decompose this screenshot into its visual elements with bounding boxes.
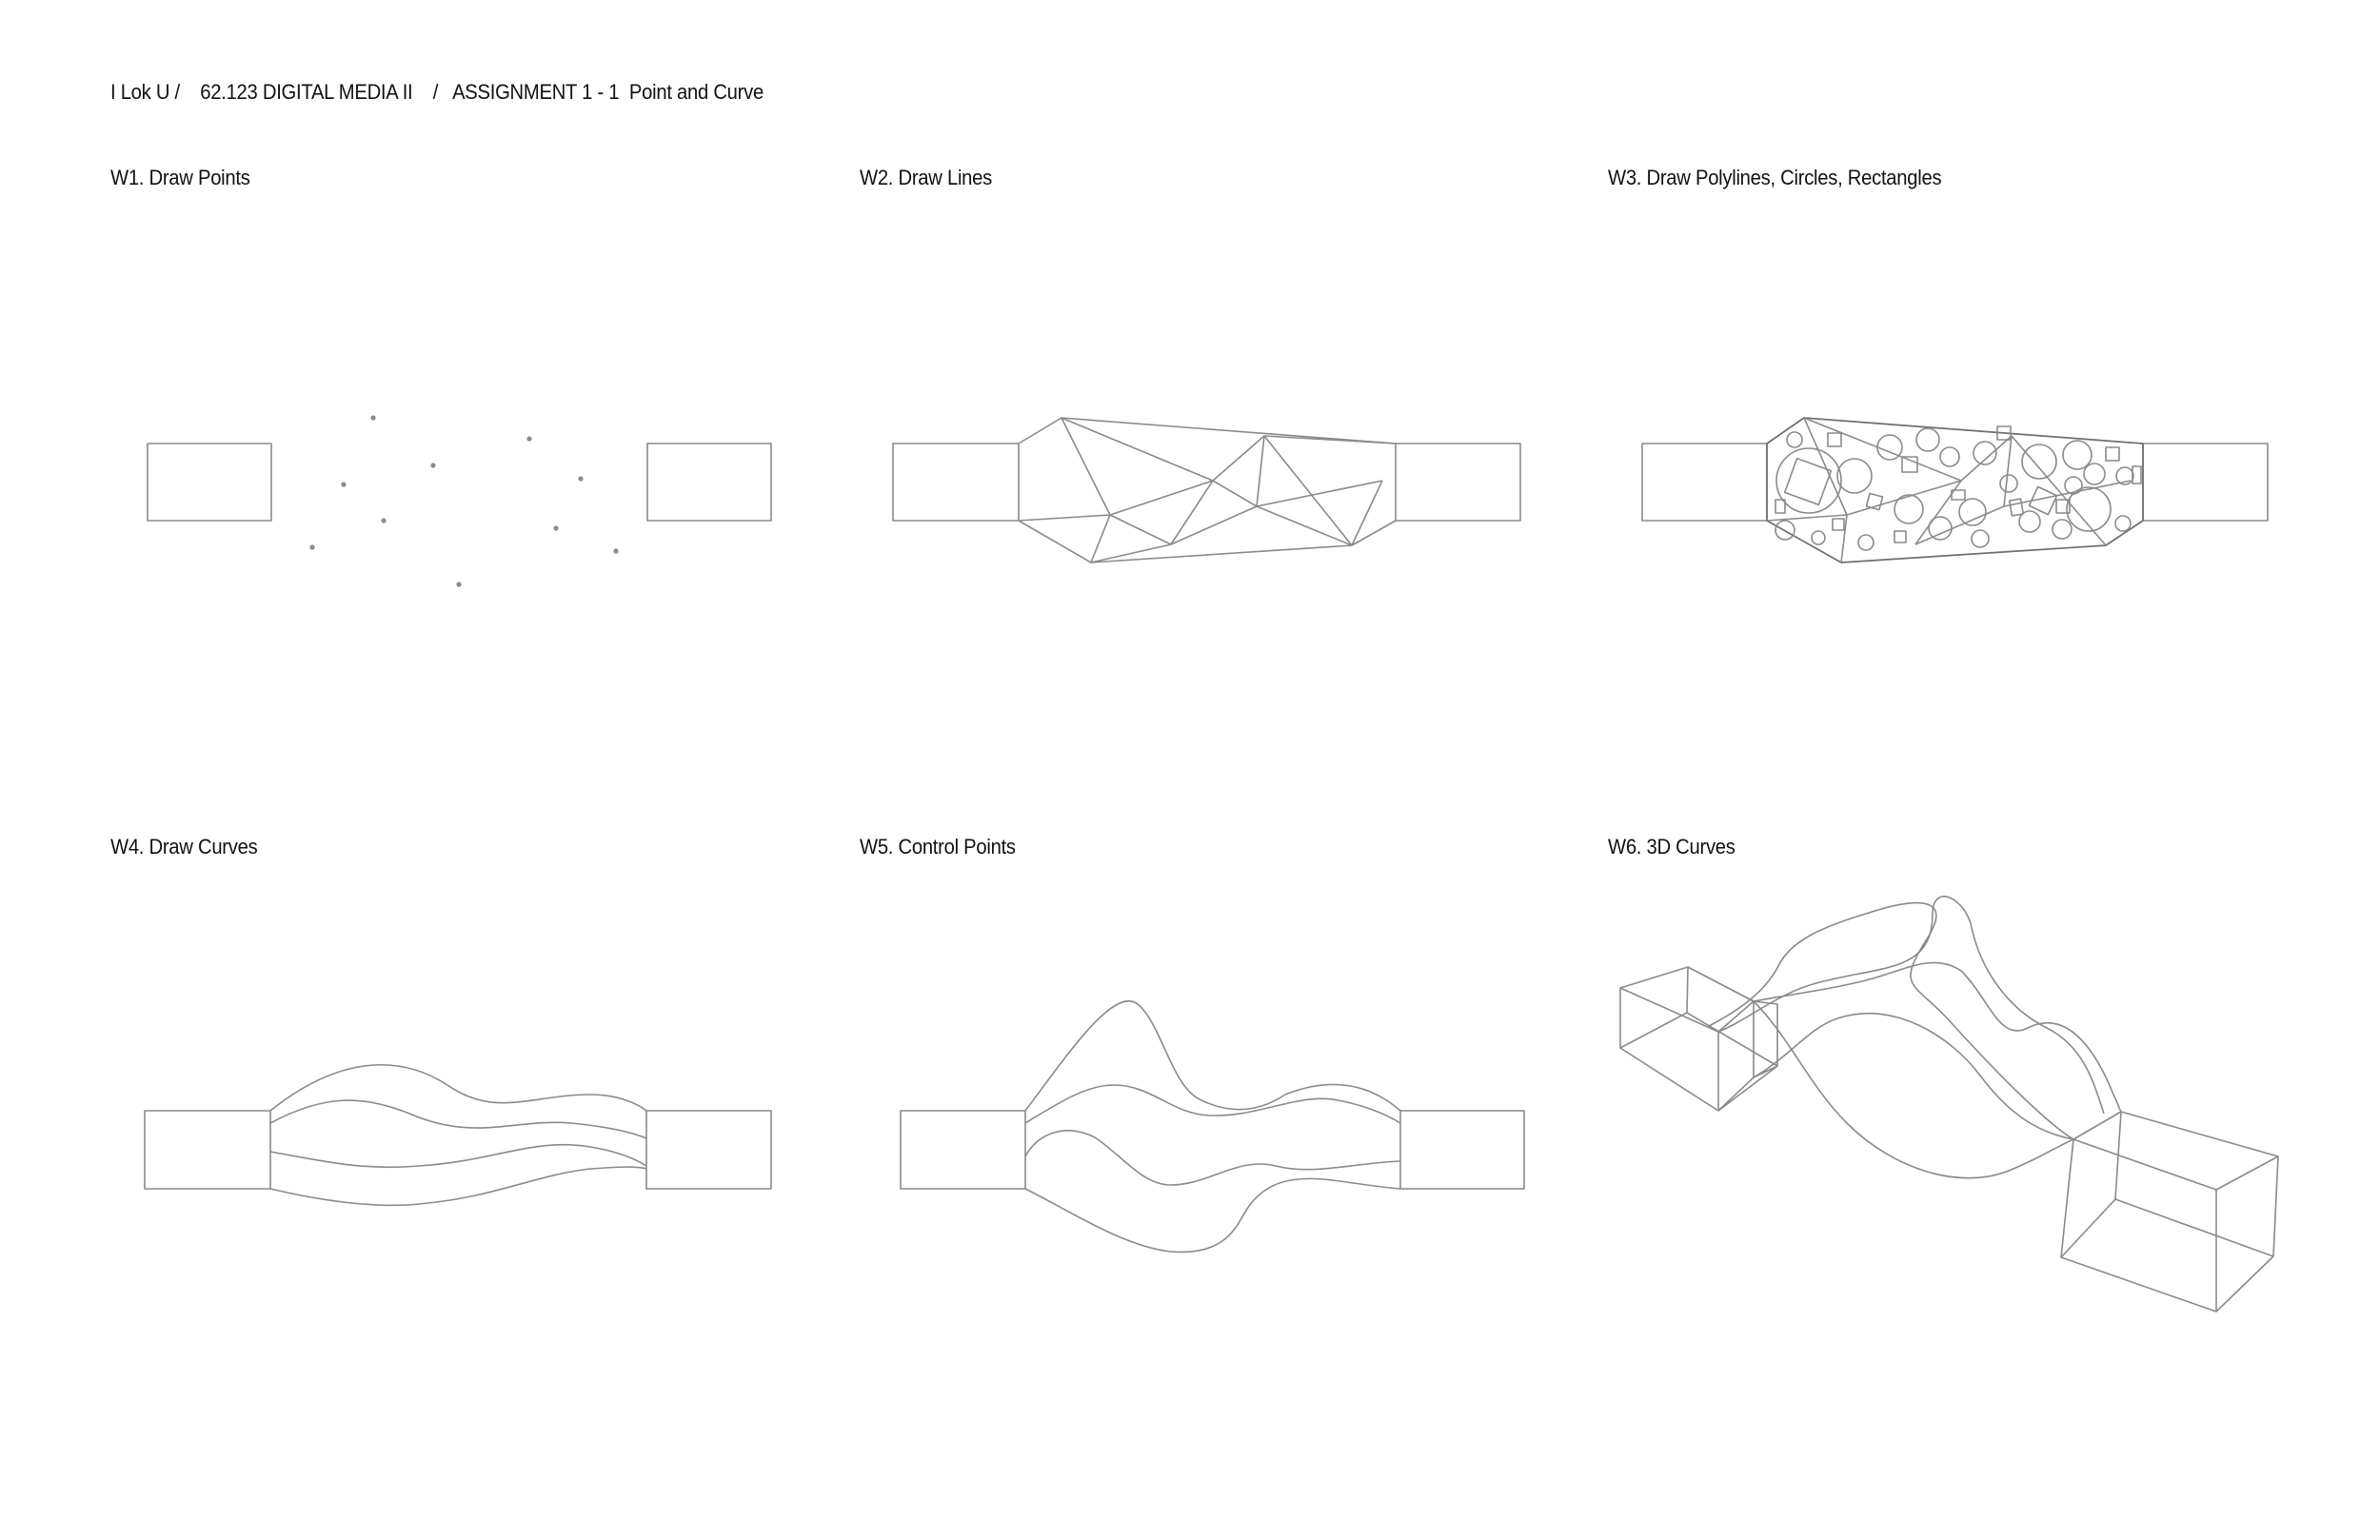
curve-top	[269, 1063, 647, 1112]
page-header: I Lok U / 62.123 DIGITAL MEDIA II / ASSI…	[110, 80, 764, 104]
cube-right	[2060, 1111, 2279, 1313]
panel-title-w6: W6. 3D Curves	[1608, 835, 1735, 859]
cube-left	[1619, 966, 1778, 1112]
panel-w5-drawing	[900, 1000, 1525, 1254]
rectangles	[1775, 425, 2142, 543]
curve-3d-5	[1753, 1013, 2074, 1140]
curve-high	[1024, 1000, 1401, 1112]
outer-polyline	[1766, 417, 2144, 563]
panel-title-w1: W1. Draw Points	[110, 166, 250, 189]
right-box	[1399, 1110, 1525, 1190]
line-network	[1018, 417, 1397, 563]
curve-mid	[1024, 1084, 1401, 1124]
curve-middle-2	[269, 1143, 647, 1169]
point	[430, 463, 436, 468]
panel-w1-drawing	[147, 415, 772, 587]
curve-bottom	[269, 1166, 647, 1207]
curve-low	[1024, 1130, 1401, 1186]
inner-triangles	[1766, 417, 2132, 563]
point	[370, 415, 376, 421]
circles	[1775, 427, 2134, 551]
right-box	[645, 1110, 772, 1190]
right-box	[1395, 443, 1521, 522]
curve-3d-4	[1753, 1000, 2074, 1179]
point	[553, 525, 559, 531]
panel-title-w4: W4. Draw Curves	[110, 835, 258, 859]
point	[341, 482, 347, 487]
left-box	[892, 443, 1020, 522]
panel-title-w2: W2. Draw Lines	[860, 166, 992, 189]
3d-curves	[1708, 896, 2122, 1179]
right-box	[646, 443, 772, 522]
left-box	[900, 1110, 1026, 1190]
panel-w3-drawing	[1641, 417, 2269, 563]
point-cloud	[309, 415, 619, 587]
curve-3d-2	[1717, 896, 2105, 1115]
panel-w6-drawing	[1619, 896, 2279, 1313]
point	[309, 544, 315, 550]
curve-3d-1	[1708, 901, 2074, 1140]
panel-title-w5: W5. Control Points	[860, 835, 1016, 859]
left-box	[1641, 443, 1768, 522]
curve-middle-1	[269, 1099, 647, 1139]
point	[526, 436, 532, 442]
point	[456, 582, 462, 587]
point	[578, 476, 584, 482]
curve-3d-3	[1753, 961, 2122, 1113]
panel-title-w3: W3. Draw Polylines, Circles, Rectangles	[1608, 166, 1942, 189]
panel-w2-drawing	[892, 417, 1521, 563]
right-box	[2142, 443, 2269, 522]
left-box	[147, 443, 272, 522]
curve-deep	[1024, 1177, 1401, 1254]
left-box	[144, 1110, 271, 1190]
panel-w4-drawing	[144, 1063, 772, 1207]
point	[381, 518, 387, 523]
point	[613, 548, 619, 554]
